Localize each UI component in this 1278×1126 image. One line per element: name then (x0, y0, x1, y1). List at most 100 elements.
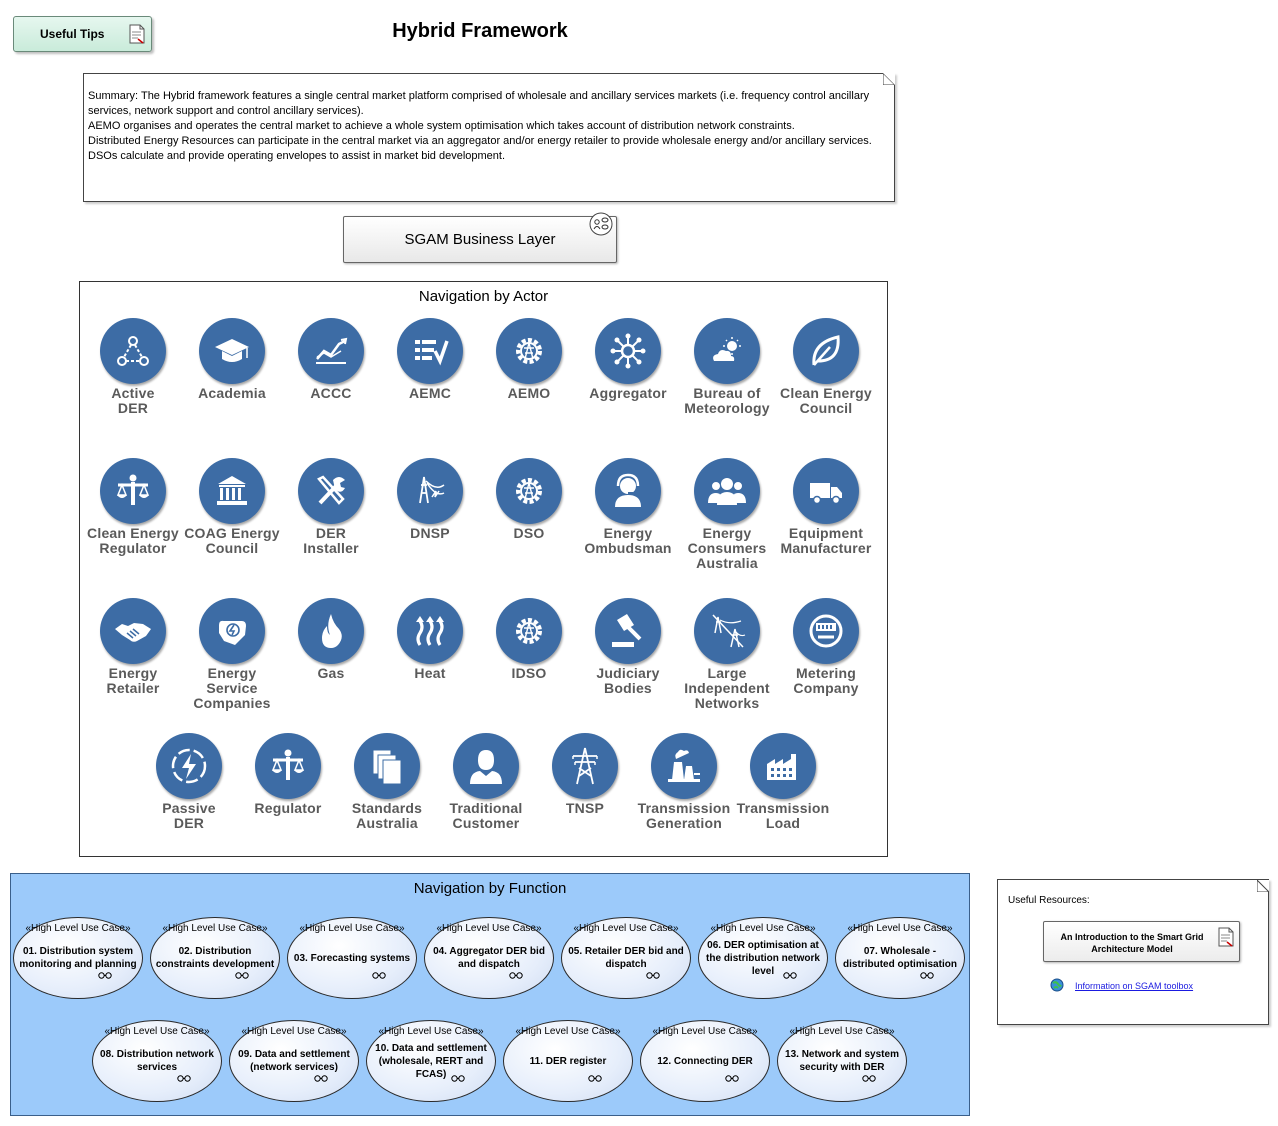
note-corner-icon (883, 73, 895, 85)
use-case-stereotype: «High Level Use Case» (241, 1026, 347, 1037)
actor-standards-australia[interactable]: Standards Australia (337, 733, 437, 831)
sgam-business-layer-button[interactable]: SGAM Business Layer (343, 212, 617, 263)
actor-label: Standards Australia (351, 800, 423, 831)
use-case-11[interactable]: «High Level Use Case» 11. DER register (503, 1020, 633, 1102)
use-case-13[interactable]: «High Level Use Case»13. Network and sys… (777, 1020, 907, 1102)
use-case-label: 02. Distribution constraints development (155, 946, 275, 970)
actor-label: TNSP (565, 800, 605, 816)
actor-passive-der[interactable]: Passive DER (139, 733, 239, 831)
actor-dso[interactable]: DSO (479, 458, 579, 541)
transmission-tower-icon (552, 733, 618, 799)
checklist-icon (397, 318, 463, 384)
actor-clean-energy-regulator[interactable]: Clean Energy Regulator (83, 458, 183, 556)
graduation-cap-icon (199, 318, 265, 384)
summary-line: AEMO organises and operates the central … (88, 120, 795, 132)
sgam-intro-document-label: An Introduction to the Smart Grid Archit… (1060, 932, 1204, 954)
link-icon (372, 966, 386, 984)
actor-bureau-of-meteorology[interactable]: Bureau of Meteorology (677, 318, 777, 416)
meter-icon (793, 598, 859, 664)
actor-traditional-customer[interactable]: Traditional Customer (436, 733, 536, 831)
actor-aggregator[interactable]: Aggregator (578, 318, 678, 401)
summary-line: Summary: The Hybrid framework features a… (88, 90, 870, 117)
link-icon (98, 966, 112, 984)
use-case-03[interactable]: «High Level Use Case»03. Forecasting sys… (287, 917, 417, 999)
link-icon (451, 1069, 465, 1087)
use-case-08[interactable]: «High Level Use Case»08. Distribution ne… (92, 1020, 222, 1102)
use-case-stereotype: «High Level Use Case» (515, 1026, 621, 1037)
actor-academia[interactable]: Academia (182, 318, 282, 401)
actor-heat[interactable]: Heat (380, 598, 480, 681)
actor-energy-service-companies[interactable]: Energy Service Companies (182, 598, 282, 711)
actor-label: Equipment Manufacturer (780, 525, 872, 556)
use-case-04[interactable]: «High Level Use Case»04. Aggregator DER … (424, 917, 554, 999)
use-case-12[interactable]: «High Level Use Case»12. Connecting DER (640, 1020, 770, 1102)
sgam-toolbox-link[interactable]: Information on SGAM toolbox (1075, 981, 1194, 991)
actor-label: Aggregator (589, 385, 667, 401)
actor-idso[interactable]: IDSO (479, 598, 579, 681)
gear-pylon-icon (496, 598, 562, 664)
use-case-07[interactable]: «High Level Use Case»07. Wholesale - dis… (835, 917, 965, 999)
use-case-stereotype: «High Level Use Case» (710, 923, 816, 934)
use-case-label: 11. DER register (529, 1055, 607, 1067)
actor-large-independent-networks[interactable]: Large Independent Networks (677, 598, 777, 711)
actor-der-installer[interactable]: DER Installer (281, 458, 381, 556)
actor-accc[interactable]: ACCC (281, 318, 381, 401)
actor-label: IDSO (511, 665, 547, 681)
lightning-icon (156, 733, 222, 799)
actor-label: Transmission Load (736, 800, 830, 831)
actor-tnsp[interactable]: TNSP (535, 733, 635, 816)
use-case-label: 01. Distribution system monitoring and p… (19, 946, 137, 970)
hand-energy-icon (199, 598, 265, 664)
actor-label: Heat (414, 665, 446, 681)
network-poles-icon (694, 598, 760, 664)
gear-pylon-icon (496, 458, 562, 524)
use-case-label: 07. Wholesale - distributed optimisation (843, 946, 957, 970)
actor-clean-energy-council[interactable]: Clean Energy Council (776, 318, 876, 416)
use-case-stereotype: «High Level Use Case» (299, 923, 405, 934)
actor-label: Energy Ombudsman (584, 525, 672, 556)
use-case-label: 05. Retailer DER bid and dispatch (568, 946, 684, 970)
actor-active-der[interactable]: Active DER (83, 318, 183, 416)
actor-energy-consumers-australia[interactable]: Energy Consumers Australia (677, 458, 777, 571)
link-icon (177, 1069, 191, 1087)
actor-judiciary-bodies[interactable]: Judiciary Bodies (578, 598, 678, 696)
use-case-label: 09. Data and settlement (network service… (238, 1049, 350, 1073)
globe-icon (1050, 978, 1064, 997)
truck-icon (793, 458, 859, 524)
actor-aemc[interactable]: AEMC (380, 318, 480, 401)
use-case-06[interactable]: «High Level Use Case» 06. DER optimisatio… (698, 917, 828, 999)
function-panel-title: Navigation by Function (413, 880, 567, 897)
actor-label: Energy Service Companies (193, 665, 271, 711)
line-chart-icon (298, 318, 364, 384)
distribution-pole-icon (397, 458, 463, 524)
use-case-09[interactable]: «High Level Use Case» 09. Data and settle… (229, 1020, 359, 1102)
use-case-stereotype: «High Level Use Case» (162, 923, 268, 934)
actor-equipment-manufacturer[interactable]: Equipment Manufacturer (776, 458, 876, 556)
actor-metering-company[interactable]: Metering Company (776, 598, 876, 696)
actor-transmission-load[interactable]: Transmission Load (733, 733, 833, 831)
use-case-stereotype: «High Level Use Case» (652, 1026, 758, 1037)
scales-person-icon (255, 733, 321, 799)
actor-energy-retailer[interactable]: Energy Retailer (83, 598, 183, 696)
flame-icon (298, 598, 364, 664)
resources-heading: Useful Resources: (1008, 895, 1090, 906)
use-case-02[interactable]: «High Level Use Case» 02. Distribution co… (150, 917, 280, 999)
page-title: Hybrid Framework (392, 20, 568, 42)
actor-regulator[interactable]: Regulator (238, 733, 338, 816)
useful-tips-button[interactable]: Useful Tips (13, 16, 152, 52)
actor-energy-ombudsman[interactable]: Energy Ombudsman (578, 458, 678, 556)
use-case-05[interactable]: «High Level Use Case»05. Retailer DER bi… (561, 917, 691, 999)
use-case-10[interactable]: «High Level Use Case»10. Data and settle… (366, 1020, 496, 1102)
sgam-intro-document-button[interactable]: An Introduction to the Smart Grid Archit… (1043, 921, 1240, 962)
link-icon (783, 966, 797, 984)
document-icon (1218, 927, 1234, 949)
use-case-01[interactable]: «High Level Use Case»01. Distribution sy… (13, 917, 143, 999)
actor-transmission-generation[interactable]: Transmission Generation (634, 733, 734, 831)
actor-aemo[interactable]: AEMO (479, 318, 579, 401)
use-case-label: 06. DER optimisation at the distribution… (706, 939, 820, 977)
link-icon (646, 966, 660, 984)
actor-coag-energy-council[interactable]: COAG Energy Council (182, 458, 282, 556)
actor-gas[interactable]: Gas (281, 598, 381, 681)
actor-dnsp[interactable]: DNSP (380, 458, 480, 541)
actor-label: ACCC (310, 385, 352, 401)
